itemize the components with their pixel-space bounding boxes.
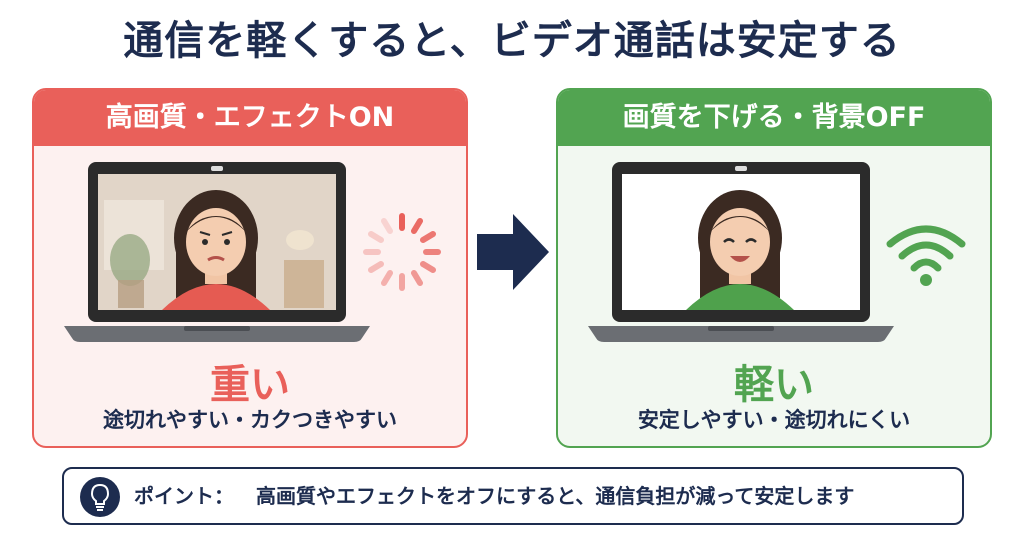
right-arrow-icon — [477, 214, 549, 290]
page-title: 通信を軽くすると、ビデオ通話は安定する — [123, 18, 901, 64]
heavy-description: 途切れやすい・カクつきやすい — [103, 408, 397, 432]
lightbulb-icon — [80, 477, 120, 517]
note-label: ポイント： — [134, 484, 234, 508]
loading-spinner-icon — [363, 213, 441, 291]
point-note: ポイント： 高画質やエフェクトをオフにすると、通信負担が減って安定します — [62, 467, 964, 525]
wifi-signal-icon — [886, 225, 966, 286]
light-panel: 画質を下げる・背景OFF 軽い 安定しやすい・途切れにくい — [556, 88, 992, 448]
light-description: 安定しやすい・途切れにくい — [637, 408, 911, 432]
heavy-verdict: 重い — [210, 362, 290, 408]
laptop-light-illustration — [588, 162, 894, 342]
note-text: 高画質やエフェクトをオフにすると、通信負担が減って安定します — [256, 484, 855, 508]
light-verdict: 軽い — [734, 362, 814, 408]
heavy-panel-header: 高画質・エフェクトON — [34, 90, 466, 146]
light-panel-header: 画質を下げる・背景OFF — [558, 90, 990, 146]
laptop-heavy-illustration — [64, 162, 370, 342]
heavy-panel: 高画質・エフェクトON — [32, 88, 468, 448]
